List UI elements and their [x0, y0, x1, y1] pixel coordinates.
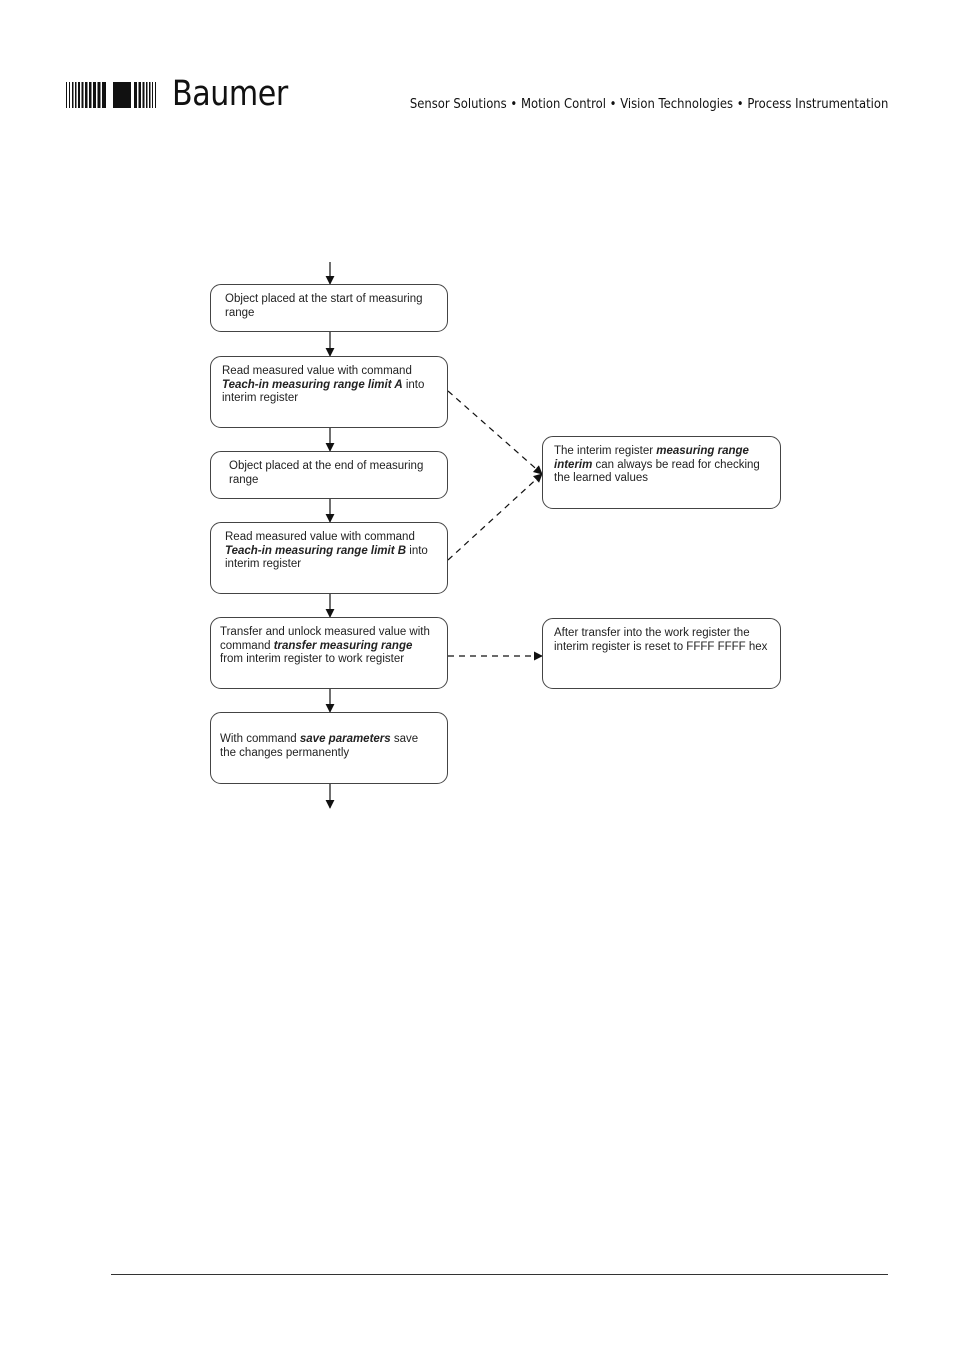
note-text: After transfer into the work register th…: [554, 627, 768, 653]
dashed-arrow: [447, 473, 543, 561]
step-box: Read measured value with command Teach-i…: [210, 356, 448, 428]
step-box: Object placed at the start of measuring …: [210, 284, 448, 332]
step-text: from interim register to work register: [220, 653, 405, 665]
step-box: Read measured value with command Teach-i…: [210, 522, 448, 594]
step-text: Read measured value with command: [225, 531, 415, 543]
step-text: Object placed at the end of measuring ra…: [229, 460, 424, 486]
brand-name: Baumer: [172, 74, 288, 114]
step-box: Transfer and unlock measured value with …: [210, 617, 448, 689]
step-command: Teach-in measuring range limit A: [222, 378, 403, 391]
step-text: Object placed at the start of measuring …: [225, 293, 423, 319]
step-text: With command: [220, 733, 300, 745]
step-text: into interim register: [222, 378, 425, 405]
step-box: With command save parameters save the ch…: [210, 712, 448, 784]
step-command: transfer measuring range: [273, 639, 413, 652]
step-command: Teach-in measuring range limit B: [225, 544, 407, 557]
note-box: The interim register measuring range int…: [542, 436, 781, 509]
step-text: save the changes permanently: [220, 733, 419, 759]
note-text: can always be read for checking the lear…: [554, 458, 760, 485]
footer-divider: [111, 1274, 888, 1275]
note-term: measuring range interim: [554, 445, 749, 471]
step-box: Object placed at the end of measuring ra…: [210, 451, 448, 499]
note-text: The interim register: [554, 445, 657, 457]
step-text: into interim register: [225, 544, 428, 571]
tagline: Sensor Solutions • Motion Control • Visi…: [409, 96, 888, 112]
step-text: Read measured value with command: [222, 365, 412, 377]
step-text: Transfer and unlock measured value with …: [220, 626, 430, 652]
page-header: Baumer Sensor Solutions • Motion Control…: [0, 0, 954, 140]
dashed-arrow: [447, 390, 543, 475]
step-command: save parameters: [299, 733, 391, 745]
note-box: After transfer into the work register th…: [542, 618, 781, 689]
baumer-logo-icon: [66, 82, 156, 108]
